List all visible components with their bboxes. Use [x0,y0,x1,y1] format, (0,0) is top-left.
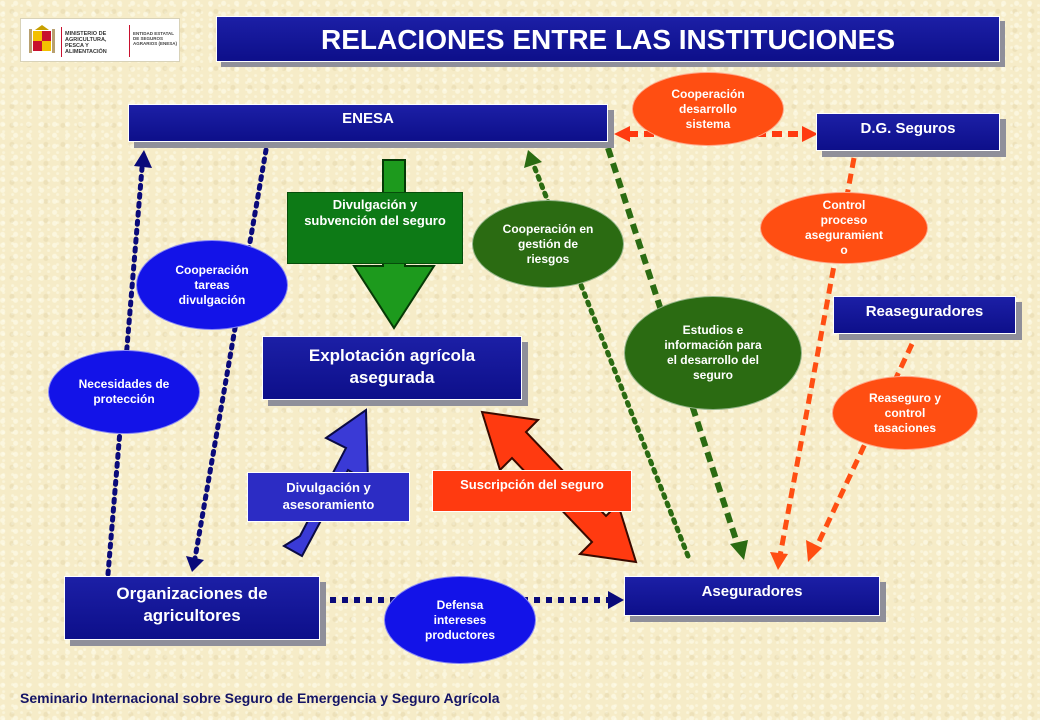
suscripcion-box: Suscripción del seguro [432,470,632,512]
divulgacion-asesoramiento-box: Divulgación y asesoramiento [247,472,410,522]
arrowhead-enesa-red [614,126,630,142]
arrowhead-enesa-right [524,150,542,168]
explotacion-box: Explotación agrícola asegurada [262,336,522,400]
arrow-enesa-to-organizaciones [191,147,269,567]
aseguradores-box: Aseguradores [624,576,880,616]
arrowhead-organizaciones [186,556,204,572]
cooperacion-desarrollo-label: Cooperación desarrollo sistema [671,86,745,131]
arrow-organizaciones-to-enesa [105,165,145,577]
arrowhead-dgseguros-red [802,126,818,142]
organizaciones-box: Organizaciones de agricultores [64,576,320,640]
arrowhead-aseguradores-orange [770,552,788,570]
logo-ministry-text: MINISTERIO DE AGRICULTURA, PESCA Y ALIME… [65,31,107,55]
ministry-logo: MINISTERIO DE AGRICULTURA, PESCA Y ALIME… [20,18,180,62]
divulgacion-subvencion-box: Divulgación y subvención del seguro [287,192,463,264]
cooperacion-gestion-ellipse: Cooperación en gestión de riesgos [472,200,624,288]
reaseguro-label: Reaseguro y control tasaciones [868,390,942,435]
arrowhead-aseguradores-green [730,540,748,560]
enesa-box: ENESA [128,104,608,142]
coat-of-arms-icon [29,25,55,53]
reaseguradores-box: Reaseguradores [833,296,1016,334]
logo-entity-text: ENTIDAD ESTATAL DE SEGUROS AGRARIOS (ENE… [133,31,178,46]
arrowhead-aseguradores-reaseguro [806,540,822,562]
cooperacion-gestion-label: Cooperación en gestión de riesgos [502,221,594,266]
footer-text: Seminario Internacional sobre Seguro de … [20,690,500,706]
logo-divider-2 [129,25,130,57]
necesidades-label: Necesidades de protección [78,377,170,406]
cooperacion-desarrollo-ellipse: Cooperación desarrollo sistema [632,72,784,146]
control-proceso-ellipse: Control proceso aseguramient o [760,192,928,264]
arrowhead-enesa-left [134,150,152,168]
control-proceso-label: Control proceso aseguramient o [804,198,884,257]
estudios-ellipse: Estudios e información para el desarroll… [624,296,802,410]
dg-seguros-box: D.G. Seguros [816,113,1000,151]
arrowhead-aseguradores [608,591,624,609]
reaseguro-ellipse: Reaseguro y control tasaciones [832,376,978,450]
necesidades-ellipse: Necesidades de protección [48,350,200,434]
cooperacion-tareas-ellipse: Cooperación tareas divulgación [136,240,288,330]
logo-divider [61,27,62,57]
defensa-label: Defensa intereses productores [424,597,495,642]
estudios-label: Estudios e información para el desarroll… [664,323,762,382]
cooperacion-tareas-label: Cooperación tareas divulgación [175,262,249,307]
page-title: RELACIONES ENTRE LAS INSTITUCIONES [216,16,1000,62]
defensa-ellipse: Defensa intereses productores [384,576,536,664]
